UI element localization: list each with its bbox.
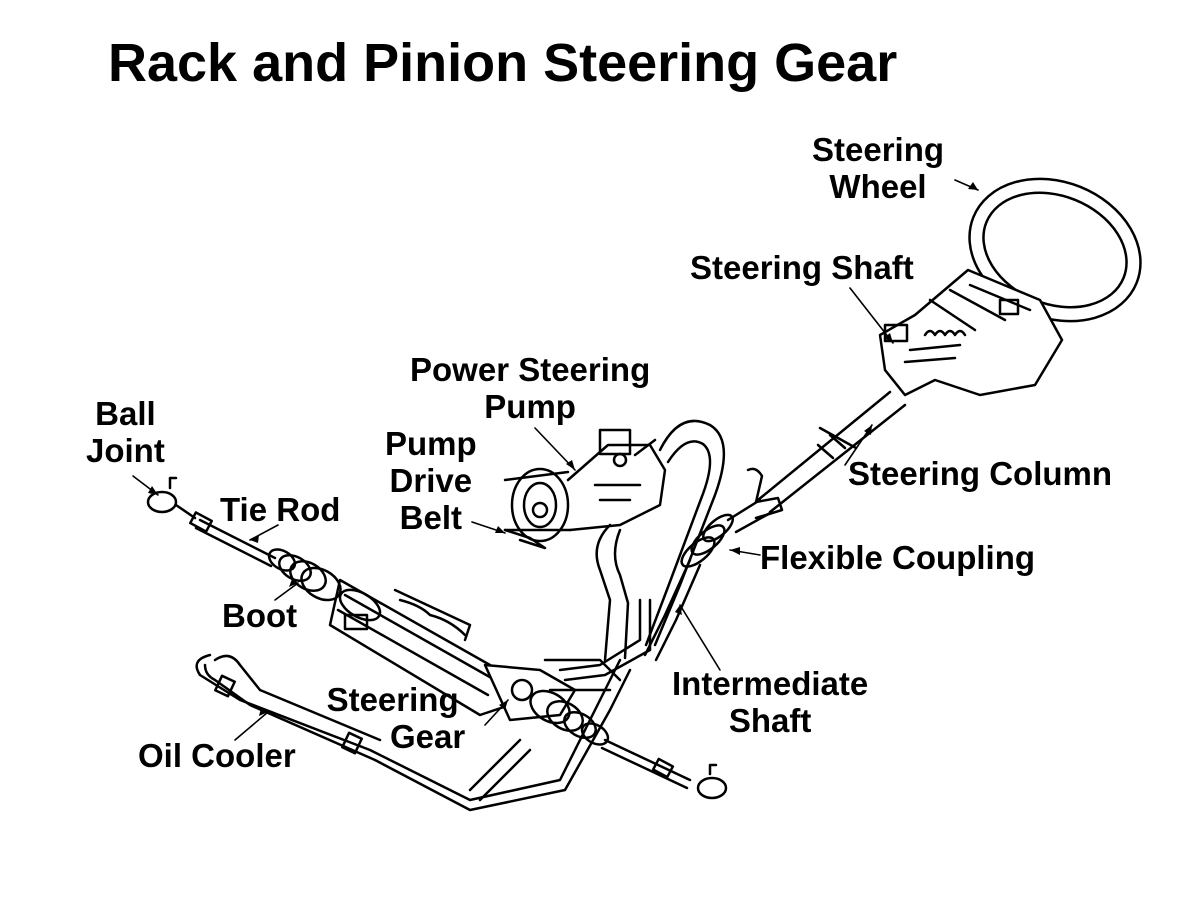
label-pump-drive-belt: Pump Drive Belt <box>385 425 477 537</box>
label-ball-joint: Ball Joint <box>86 395 165 470</box>
oil-cooler-drawing <box>195 653 632 812</box>
label-tie-rod: Tie Rod <box>220 491 341 529</box>
label-steering-wheel: Steering Wheel <box>812 131 945 206</box>
label-oil-cooler: Oil Cooler <box>138 737 296 775</box>
label-line: Intermediate <box>672 665 869 702</box>
label-line: Oil Cooler <box>138 737 296 774</box>
label-line: Flexible Coupling <box>760 539 1036 576</box>
label-line: Steering <box>326 681 459 718</box>
label-line: Shaft <box>728 701 812 739</box>
label-steering-gear: Steering Gear <box>320 681 466 756</box>
label-line: Steering Column <box>848 455 1113 492</box>
rack-housing-drawing <box>328 578 512 717</box>
steering-column-housing-drawing <box>878 268 1064 397</box>
flexible-coupling-drawing <box>680 498 774 568</box>
label-line: Ball <box>95 395 156 432</box>
left-boot-drawing <box>267 548 342 602</box>
right-tie-rod-drawing <box>600 738 728 800</box>
label-line: Gear <box>390 717 466 755</box>
label-line: Belt <box>399 498 462 536</box>
label-line: Joint <box>86 431 165 469</box>
label-line: Steering Shaft <box>690 249 914 286</box>
label-line: Steering <box>812 131 945 168</box>
page-title: Rack and Pinion Steering Gear <box>108 33 898 93</box>
left-tie-rod-drawing <box>146 476 277 568</box>
label-intermediate-shaft: Intermediate Shaft <box>672 665 869 740</box>
label-boot: Boot <box>222 597 298 635</box>
label-line: Pump <box>484 387 576 425</box>
pressure-hoses-drawing <box>558 419 726 682</box>
label-line: Pump <box>385 425 477 462</box>
label-power-steering-pump: Power Steering Pump <box>410 351 651 426</box>
power-steering-pump-drawing <box>503 428 667 550</box>
label-flexible-coupling: Flexible Coupling <box>760 539 1036 577</box>
label-line: Wheel <box>829 167 927 205</box>
label-line: Boot <box>222 597 298 634</box>
label-steering-shaft: Steering Shaft <box>690 249 914 287</box>
leader-arrowheads <box>148 182 978 716</box>
label-line: Tie Rod <box>220 491 341 528</box>
label-line: Power Steering <box>410 351 651 388</box>
steering-column-tube-drawing <box>746 390 907 520</box>
label-line: Drive <box>389 461 473 499</box>
pinion-valve-drawing <box>483 658 622 722</box>
label-steering-column: Steering Column <box>848 455 1113 493</box>
